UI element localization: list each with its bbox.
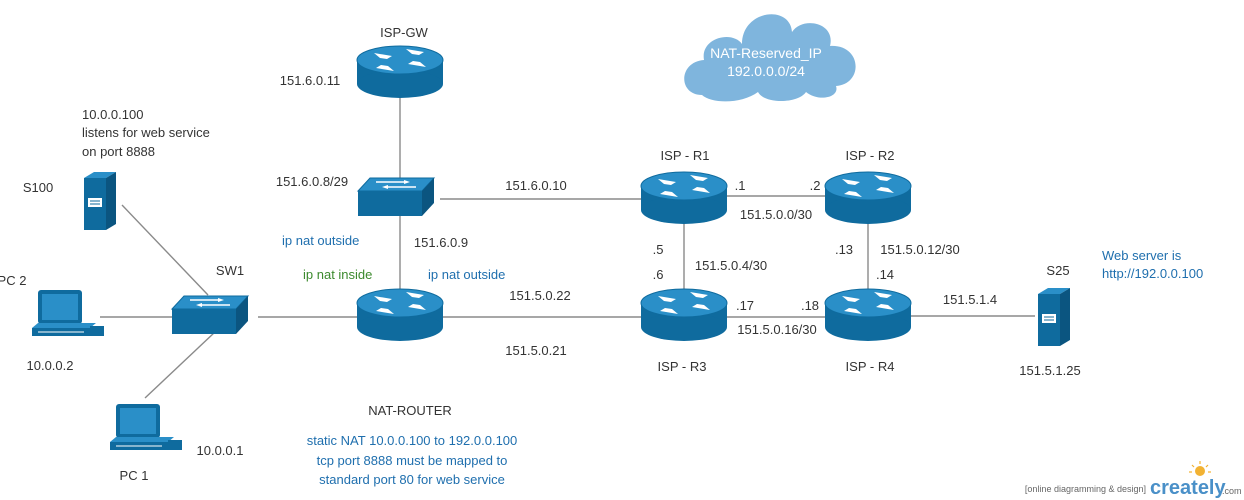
r1-dot1: .1 — [735, 178, 746, 193]
net-151-5-0-4: 151.5.0.4/30 — [695, 258, 767, 273]
pc2-label: PC 2 — [0, 273, 26, 288]
nat-outside-top-label: ip nat outside — [282, 233, 359, 248]
isp-r3-router[interactable]: ISP - R3 — [640, 288, 728, 374]
nat-note-line-3: standard port 80 for web service — [319, 472, 505, 487]
s100-server[interactable]: S100 — [23, 171, 117, 231]
nat-outside-right-label: ip nat outside — [428, 267, 505, 282]
creately-branding: [online diagramming & design] creately .… — [1025, 461, 1242, 499]
isp-switch[interactable] — [357, 177, 435, 217]
s25-server[interactable]: S25 — [1037, 263, 1071, 347]
sun-logo-icon — [1189, 461, 1211, 476]
nat-note-line-1: static NAT 10.0.0.100 to 192.0.0.100 — [307, 433, 518, 448]
s100-label: S100 — [23, 180, 53, 195]
s25-ip: 151.5.1.25 — [1019, 363, 1080, 378]
sw1-label: SW1 — [216, 263, 244, 278]
branding-tagline: [online diagramming & design] — [1025, 484, 1146, 494]
r2-dot13: .13 — [835, 242, 853, 257]
nat-note: static NAT 10.0.0.100 to 192.0.0.100 tcp… — [307, 433, 518, 487]
s100-note-line-3: on port 8888 — [82, 144, 155, 159]
isp-gw-router[interactable]: ISP-GW — [356, 25, 444, 99]
address-labels: 151.6.0.11 151.6.0.8/29 151.6.0.10 151.6… — [27, 73, 1081, 458]
s100-note: 10.0.0.100 listens for web service on po… — [82, 107, 210, 159]
branding-suffix: .com — [1222, 486, 1242, 496]
r3-dot6: .6 — [653, 267, 664, 282]
isp-r1-router[interactable]: ISP - R1 — [640, 148, 728, 225]
nat-inside-label: ip nat inside — [303, 267, 372, 282]
nat-reserved-cloud: NAT-Reserved_IP 192.0.0.0/24 — [684, 14, 856, 102]
pc1-computer[interactable]: PC 1 — [109, 403, 183, 483]
isp-r4-label: ISP - R4 — [846, 359, 895, 374]
nat-note-line-2: tcp port 8888 must be mapped to — [317, 453, 508, 468]
net-151-5-0-0: 151.5.0.0/30 — [740, 207, 812, 222]
pc2-computer[interactable]: PC 2 — [0, 273, 105, 337]
nat-router[interactable]: NAT-ROUTER — [356, 288, 452, 418]
r1-dot5: .5 — [653, 242, 664, 257]
link-pc1-sw1 — [144, 331, 216, 399]
pc1-label: PC 1 — [120, 468, 149, 483]
pc1-ip: 10.0.0.1 — [197, 443, 244, 458]
web-server-note: Web server is http://192.0.0.100 — [1102, 248, 1203, 281]
isp-r1-label: ISP - R1 — [661, 148, 710, 163]
s25-label: S25 — [1046, 263, 1069, 278]
isp-gw-ip: 151.6.0.11 — [280, 73, 340, 88]
isp-r2-router[interactable]: ISP - R2 — [824, 148, 912, 225]
r4-to-s25-ip: 151.5.1.4 — [943, 292, 997, 307]
isp-r3-label: ISP - R3 — [658, 359, 707, 374]
nat-router-label: NAT-ROUTER — [368, 403, 452, 418]
r3-dot17: .17 — [736, 298, 754, 313]
r3-to-nat-ip: 151.5.0.21 — [505, 343, 566, 358]
link-s100-sw1 — [121, 204, 209, 296]
r4-dot14: .14 — [876, 267, 894, 282]
r4-dot18: .18 — [801, 298, 819, 313]
sw1-switch[interactable]: SW1 — [171, 263, 249, 335]
net-151-6-0-8: 151.6.0.8/29 — [276, 174, 348, 189]
isp-r2-label: ISP - R2 — [846, 148, 895, 163]
r1-uplink-ip: 151.6.0.10 — [505, 178, 566, 193]
cloud-line-1: NAT-Reserved_IP — [710, 45, 822, 61]
branding-name: creately — [1150, 477, 1226, 499]
web-note-line-2: http://192.0.0.100 — [1102, 266, 1203, 281]
web-note-line-1: Web server is — [1102, 248, 1182, 263]
links — [100, 95, 1035, 399]
s100-note-line-2: listens for web service — [82, 125, 210, 140]
s100-note-line-1: 10.0.0.100 — [82, 107, 143, 122]
nat-uplink-ip: 151.6.0.9 — [414, 235, 468, 250]
isp-r4-router[interactable]: ISP - R4 — [824, 288, 912, 374]
nat-to-r3-ip: 151.5.0.22 — [509, 288, 570, 303]
net-151-5-0-12: 151.5.0.12/30 — [880, 242, 960, 257]
net-151-5-0-16: 151.5.0.16/30 — [737, 322, 817, 337]
r2-dot2: .2 — [810, 178, 821, 193]
pc2-ip: 10.0.0.2 — [27, 358, 74, 373]
isp-gw-label: ISP-GW — [380, 25, 428, 40]
cloud-line-2: 192.0.0.0/24 — [727, 63, 805, 79]
